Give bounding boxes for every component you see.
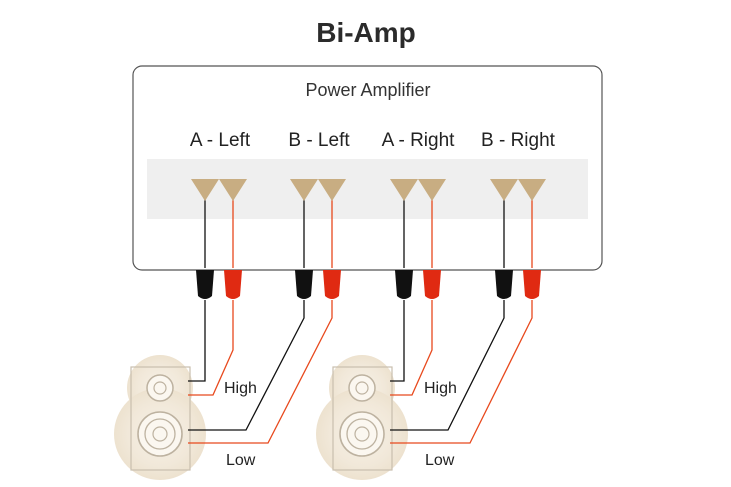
post-a-left-neg	[196, 270, 214, 299]
wire-b-right-pos	[390, 300, 533, 444]
terminal-a-right-pos	[418, 179, 446, 201]
speaker-right-low-label: Low	[425, 452, 455, 469]
binding-posts	[196, 270, 541, 299]
wire-b-left-pos	[188, 300, 333, 444]
channel-label-a-right: A - Right	[382, 130, 456, 151]
terminal-a-right-neg	[390, 179, 418, 201]
wire-a-right-neg	[390, 300, 405, 382]
amplifier-label: Power Amplifier	[305, 80, 430, 100]
speaker-right-high-label: High	[424, 380, 457, 397]
terminal-b-right-neg	[490, 179, 518, 201]
speaker-left	[114, 355, 206, 480]
post-a-left-pos	[224, 270, 242, 299]
speaker-left-cabinet	[130, 366, 191, 471]
wires	[188, 199, 533, 444]
channel-label-a-left: A - Left	[190, 130, 251, 151]
wire-a-left-pos	[188, 300, 234, 396]
terminal-a-left-pos	[219, 179, 247, 201]
post-b-right-neg	[495, 270, 513, 299]
speaker-right	[316, 355, 408, 480]
terminal-b-left-neg	[290, 179, 318, 201]
input-terminals	[191, 179, 546, 201]
post-a-right-neg	[395, 270, 413, 299]
post-b-right-pos	[523, 270, 541, 299]
diagram-title: Bi-Amp	[316, 17, 416, 48]
post-a-right-pos	[423, 270, 441, 299]
speaker-left-low-label: Low	[226, 452, 256, 469]
wire-b-left-neg	[188, 300, 305, 431]
speaker-left-high-label: High	[224, 380, 257, 397]
wire-a-left-neg	[188, 300, 206, 382]
post-b-left-pos	[323, 270, 341, 299]
terminal-a-left-neg	[191, 179, 219, 201]
speaker-right-tweeter	[348, 374, 376, 402]
speaker-right-cabinet	[332, 366, 393, 471]
terminal-b-right-pos	[518, 179, 546, 201]
speaker-left-tweeter	[146, 374, 174, 402]
channel-label-b-right: B - Right	[481, 130, 556, 151]
terminal-b-left-pos	[318, 179, 346, 201]
wire-b-right-neg	[390, 300, 505, 431]
channel-label-b-left: B - Left	[288, 130, 350, 151]
terminal-strip	[147, 159, 588, 219]
wire-a-right-pos	[390, 300, 433, 396]
post-b-left-neg	[295, 270, 313, 299]
